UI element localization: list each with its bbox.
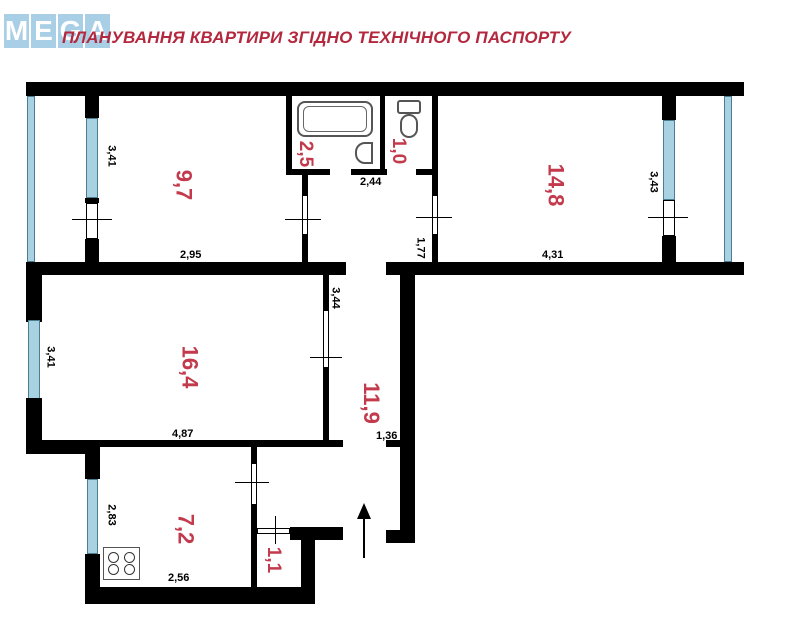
door-mark: [416, 217, 452, 218]
balcony-window-left: [27, 96, 35, 262]
room-area-storage: 1,1: [263, 546, 285, 574]
room-area-bedroom-2: 14,8: [543, 163, 569, 207]
dim-kitchen-width: 2,56: [168, 572, 190, 584]
room-area-hallway: 11,9: [358, 382, 384, 424]
wall: [26, 262, 42, 322]
wall: [432, 235, 438, 263]
wall: [323, 275, 329, 310]
wall: [85, 239, 99, 263]
wall: [251, 505, 257, 590]
wall: [400, 275, 415, 543]
wall: [301, 527, 315, 604]
wall: [386, 440, 406, 447]
living-room-door[interactable]: [323, 310, 329, 368]
dim-hallway-top: 2,44: [360, 176, 382, 188]
toilet-icon: [397, 100, 421, 114]
window: [86, 118, 98, 198]
wall: [26, 82, 744, 96]
mega-logo: M E G A: [4, 14, 112, 48]
wall: [323, 368, 329, 446]
wall: [302, 175, 308, 195]
wall: [251, 447, 257, 463]
toilet-bowl: [400, 114, 418, 138]
entrance-arrow-icon: [357, 503, 371, 558]
door-mark: [310, 357, 342, 358]
wall: [85, 198, 99, 203]
room-area-bedroom-1: 9,7: [171, 169, 197, 201]
bedroom-2-door[interactable]: [432, 195, 438, 235]
room-area-kitchen: 7,2: [173, 513, 199, 545]
door-mark: [235, 482, 269, 483]
balcony-door-left[interactable]: [86, 203, 98, 239]
balcony-window-right: [724, 96, 732, 262]
dim-living-room-side: 3,44: [329, 287, 342, 309]
dim-bedroom-2-depth: 3,43: [647, 171, 660, 193]
wall: [85, 96, 99, 118]
door-mark: [285, 219, 321, 220]
room-area-bathroom: 2,5: [295, 140, 317, 168]
dim-bedroom-1-depth: 3,41: [105, 145, 118, 167]
window: [87, 479, 98, 554]
dim-bedroom-1-width: 2,95: [180, 249, 202, 261]
wall: [26, 262, 346, 275]
bathtub-icon: [297, 101, 373, 137]
storage-door[interactable]: [257, 528, 290, 534]
wall: [351, 169, 387, 175]
wall: [290, 527, 343, 540]
logo-letter: E: [31, 14, 56, 48]
dim-kitchen-depth: 2,83: [105, 504, 118, 526]
dim-hallway-side: 1,77: [414, 237, 427, 259]
balcony-door-right[interactable]: [663, 200, 675, 236]
logo-letter: A: [85, 14, 110, 48]
dim-hallway-width: 1,36: [376, 430, 398, 442]
wall: [26, 440, 100, 454]
dim-living-room-width: 4,87: [172, 428, 194, 440]
room-area-living-room: 16,4: [177, 345, 203, 389]
logo-letter: M: [4, 14, 29, 48]
wall: [662, 96, 676, 120]
sink-icon: [355, 142, 373, 164]
logo-letter: G: [58, 14, 83, 48]
wall: [85, 587, 315, 604]
door-mark: [648, 217, 688, 218]
window: [28, 320, 40, 400]
wall: [26, 398, 42, 448]
wall: [416, 169, 436, 175]
wall: [286, 96, 292, 174]
wall: [386, 262, 744, 275]
dim-bedroom-2-width: 4,31: [542, 249, 564, 261]
page-title: ПЛАНУВАННЯ КВАРТИРИ ЗГІДНО ТЕХНІЧНОГО ПА…: [62, 28, 572, 47]
wall: [100, 440, 343, 447]
wall: [85, 447, 100, 479]
window: [663, 120, 675, 200]
kitchen-door[interactable]: [251, 463, 257, 505]
wall: [662, 236, 676, 263]
wall: [286, 169, 330, 175]
wall: [380, 96, 385, 175]
room-area-toilet: 1,0: [388, 137, 410, 165]
wall: [302, 235, 308, 263]
dim-living-room-depth: 3,41: [44, 346, 57, 368]
wall: [386, 530, 406, 543]
door-mark: [72, 219, 112, 220]
door-mark: [275, 516, 276, 544]
stove-icon: [103, 547, 140, 580]
wall: [432, 96, 438, 195]
bedroom-1-door[interactable]: [302, 195, 308, 235]
